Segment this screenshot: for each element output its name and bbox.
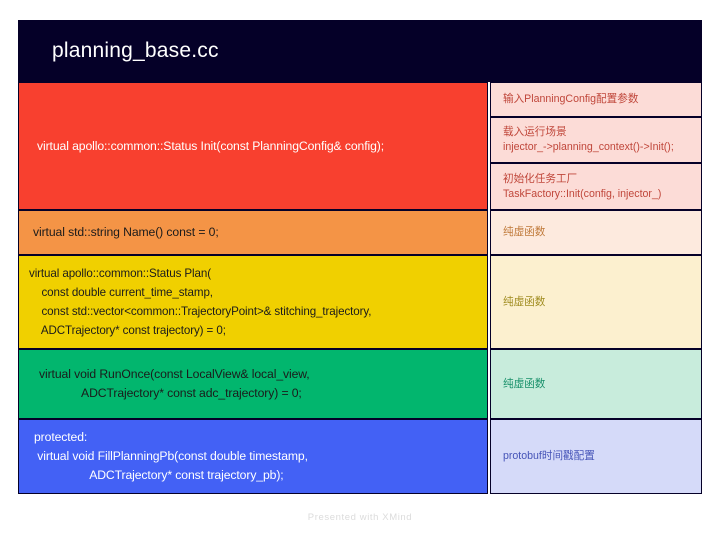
note-text-fillplanningpb: protobuf时间戳配置 [503,450,595,462]
note-text-plan: 纯虚函数 [503,295,546,308]
footer-attribution: Presented with XMind [307,512,413,523]
method-row-runonce[interactable]: virtual void RunOnce(const LocalView& lo… [18,349,488,419]
method-row-init[interactable]: virtual apollo::common::Status Init(cons… [18,82,488,210]
method-signature-runonce: virtual void RunOnce(const LocalView& lo… [39,367,310,400]
method-signature-fillplanningpb: protected: virtual void FillPlanningPb(c… [34,430,308,482]
method-signature-init: virtual apollo::common::Status Init(cons… [37,138,385,153]
note-cell-init-taskfactory[interactable]: 初始化任务工厂 TaskFactory::Init(config, inject… [490,163,702,210]
note-text-runonce: 纯虚函数 [503,377,546,390]
method-row-fillplanningpb[interactable]: protected: virtual void FillPlanningPb(c… [18,419,488,494]
method-row-name[interactable]: virtual std::string Name() const = 0; [18,210,488,255]
note-text-name: 纯虚函数 [503,226,546,238]
note-cell-plan[interactable]: 纯虚函数 [490,255,702,349]
note-cell-init-config[interactable]: 输入PlanningConfig配置参数 [490,82,702,117]
page-title: planning_base.cc [52,39,219,62]
note-cell-name[interactable]: 纯虚函数 [490,210,702,255]
method-signature-name: virtual std::string Name() const = 0; [33,225,219,239]
note-text-init-config: 输入PlanningConfig配置参数 [503,93,639,105]
note-cell-init-scene[interactable]: 载入运行场景 injector_->planning_context()->In… [490,117,702,163]
note-cell-runonce[interactable]: 纯虚函数 [490,349,702,419]
slide-header: planning_base.cc [18,20,702,82]
note-cell-fillplanningpb[interactable]: protobuf时间戳配置 [490,419,702,494]
note-text-init-scene: 载入运行场景 injector_->planning_context()->In… [503,126,674,153]
method-signature-plan: virtual apollo::common::Status Plan( con… [29,267,372,337]
method-row-plan[interactable]: virtual apollo::common::Status Plan( con… [18,255,488,349]
note-text-init-taskfactory: 初始化任务工厂 TaskFactory::Init(config, inject… [503,172,662,200]
